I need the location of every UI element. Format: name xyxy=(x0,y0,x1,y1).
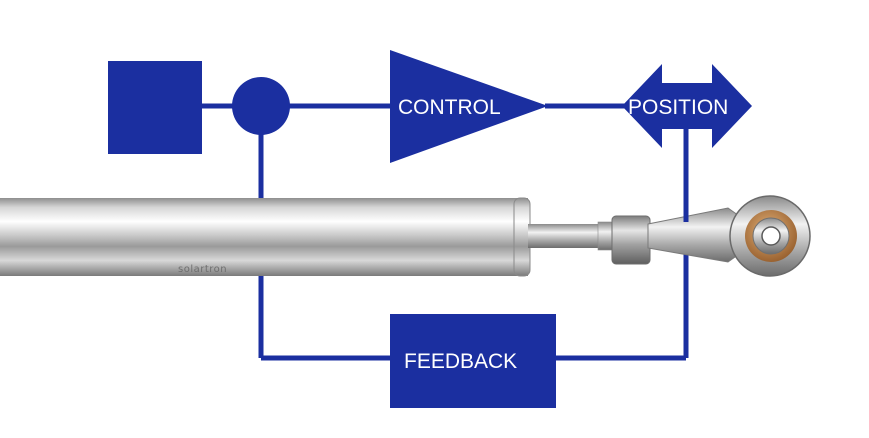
rod-end-shank xyxy=(647,207,743,263)
position-double-arrow xyxy=(622,64,752,148)
rod-end-bore xyxy=(761,226,781,246)
position-sensor: solartron xyxy=(0,195,811,277)
position-label: POSITION xyxy=(628,96,728,119)
signal-lines xyxy=(200,103,689,361)
feedback-block xyxy=(390,314,556,408)
control-label: CONTROL xyxy=(398,96,501,119)
sensor-lock-nut xyxy=(611,215,651,265)
sensor-rod-thread xyxy=(597,221,613,251)
sensor-brand-label: solartron xyxy=(178,264,227,275)
sensor-body-endcap xyxy=(513,197,531,277)
feedback-label: FEEDBACK xyxy=(404,350,517,373)
setpoint-block xyxy=(108,61,202,154)
summing-junction xyxy=(232,77,290,135)
control-amplifier-triangle xyxy=(390,50,548,163)
sensor-body-tube xyxy=(0,198,528,276)
